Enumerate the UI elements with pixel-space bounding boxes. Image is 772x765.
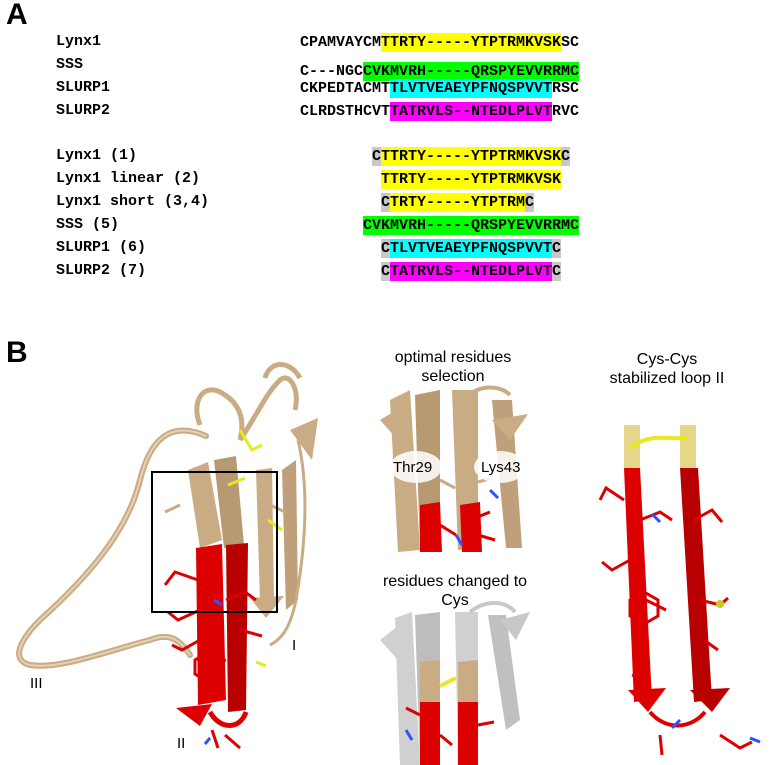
caption-optimal-line-2: selection [421, 368, 485, 385]
seq-name: Lynx1 [56, 33, 102, 50]
seq-line: CTLVTVEAEYPFNQSPVVTC [381, 239, 562, 258]
seq-name: Lynx1 linear (2) [56, 170, 201, 187]
panel-a-letter: A [6, 0, 28, 31]
seq-aligned-region: CVKMVRH-----QRSPYEVVRRMC [363, 62, 580, 81]
label-loop-ii: II [177, 735, 186, 752]
caption-changed-line-2: Cys [441, 592, 469, 609]
seq-unaligned-left: CKPEDTACMT [300, 80, 391, 97]
seq-name: SSS [56, 56, 84, 73]
seq-line: CTATRVLS--NTEDLPLVTC [381, 262, 562, 281]
seq-aligned-region: TRTY-----YTPTRM [390, 193, 526, 212]
cys-cap-right: C [552, 239, 562, 258]
seq-aligned-region: TTRTY-----YTPTRMKVSK [381, 170, 562, 189]
seq-unaligned-right: SC [561, 34, 580, 51]
seq-line: CKPEDTACMTTLVTVEAEYPFNQSPVVTRSC [300, 79, 579, 98]
caption-optimal-residues: optimal residues selection [368, 348, 538, 386]
seq-line: CTTRTY-----YTPTRMKVSKC [372, 147, 571, 166]
seq-name: SLURP1 [56, 79, 111, 96]
cys-cap-left: C [372, 147, 382, 166]
seq-name: Lynx1 (1) [56, 147, 138, 164]
optimal-residues-view [380, 385, 528, 552]
label-lys43: Lys43 [481, 459, 521, 476]
cys-cap-left: C [381, 239, 391, 258]
seq-unaligned-right: RVC [552, 103, 580, 120]
caption-changed-line-1: residues changed to [382, 573, 528, 590]
seq-aligned-region: TTRTY-----YTPTRMKVSK [381, 147, 562, 166]
seq-name: SSS (5) [56, 216, 120, 233]
seq-unaligned-left: CPAMVAYCM [300, 34, 382, 51]
seq-aligned-region: TATRVLS--NTEDLPLVT [390, 262, 553, 281]
lynx1-full-structure [16, 362, 318, 750]
seq-name: Lynx1 short (3,4) [56, 193, 210, 210]
cys-cap-right: C [525, 193, 535, 212]
seq-unaligned-right: RSC [552, 80, 580, 97]
caption-cys-stabilized: Cys-Cys stabilized loop II [592, 350, 742, 388]
seq-line: TTRTY-----YTPTRMKVSK [381, 170, 562, 189]
seq-unaligned-left: CLRDSTHCVT [300, 103, 391, 120]
seq-aligned-region: TLVTVEAEYPFNQSPVVT [390, 79, 553, 98]
seq-line: C---NGCCVKMVRH-----QRSPYEVVRRMC [300, 56, 580, 81]
seq-aligned-region: TTRTY-----YTPTRMKVSK [381, 33, 562, 52]
seq-line: CLRDSTHCVTTATRVLS--NTEDLPLVTRVC [300, 102, 579, 121]
seq-aligned-region: TATRVLS--NTEDLPLVT [390, 102, 553, 121]
caption-residues-changed: residues changed to Cys [360, 572, 550, 610]
cys-cap-left: C [381, 193, 391, 212]
seq-aligned-region: CVKMVRH-----QRSPYEVVRRMC [363, 216, 580, 235]
caption-cys-line-2: stabilized loop II [609, 370, 725, 387]
cys-cap-right: C [552, 262, 562, 281]
caption-optimal-line-1: optimal residues [394, 349, 512, 366]
seq-name: SLURP2 [56, 102, 111, 119]
caption-cys-line-1: Cys-Cys [636, 351, 698, 368]
seq-aligned-region: TLVTVEAEYPFNQSPVVT [390, 239, 553, 258]
seq-line: CTRTY-----YTPTRMC [381, 193, 535, 212]
cys-cap-right: C [561, 147, 571, 166]
seq-line: CVKMVRH-----QRSPYEVVRRMC [363, 216, 580, 235]
panel-b-letter: B [6, 336, 28, 369]
seq-name: SLURP1 (6) [56, 239, 147, 256]
label-loop-iii: III [30, 675, 43, 692]
cys-cap-left: C [381, 262, 391, 281]
seq-name: SLURP2 (7) [56, 262, 147, 279]
residues-changed-view [380, 601, 530, 765]
seq-line: CPAMVAYCMTTRTY-----YTPTRMKVSKSC [300, 33, 579, 52]
label-thr29: Thr29 [393, 459, 433, 476]
seq-unaligned-left: C---NGC [300, 63, 364, 80]
label-loop-i: I [292, 637, 297, 654]
cys-stabilized-loop-view [598, 425, 761, 756]
